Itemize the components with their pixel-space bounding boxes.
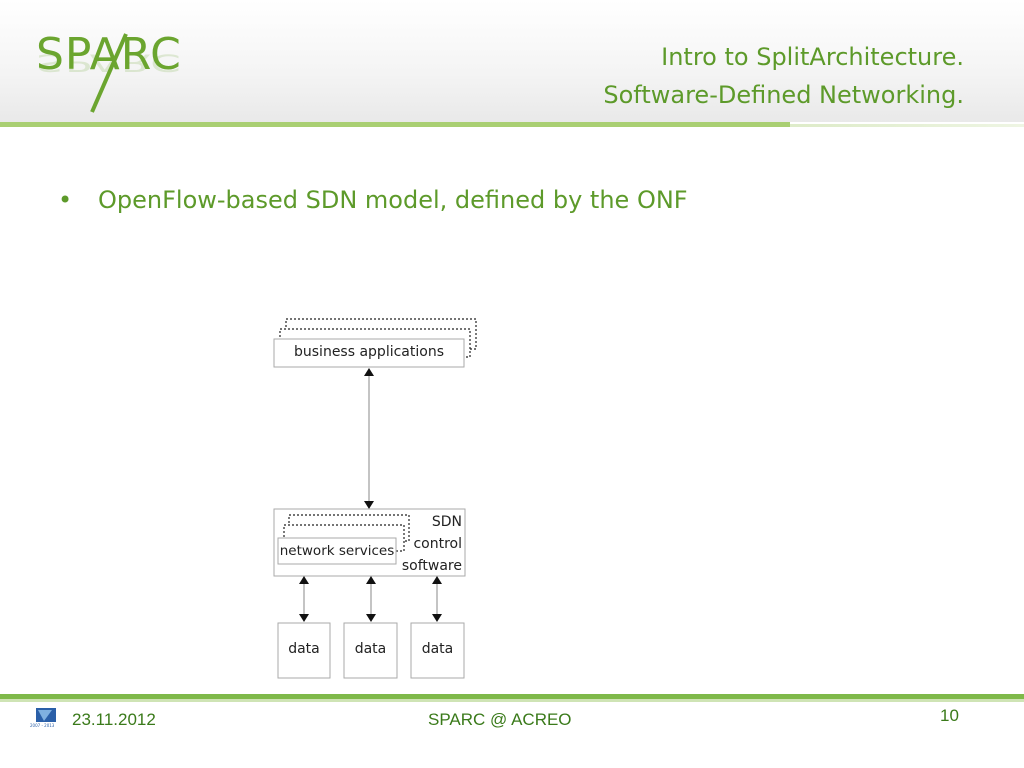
data-label-1: data: [288, 641, 320, 657]
sdn-label-line-2: control: [413, 536, 462, 552]
title-line-2: Software-Defined Networking.: [603, 81, 964, 109]
sdn-label-line-3: software: [401, 558, 462, 574]
footer-rule-light: [0, 699, 1024, 702]
sdn-control-label: SDN control software: [400, 511, 462, 577]
bullet-item: • OpenFlow-based SDN model, defined by th…: [58, 186, 688, 214]
data-label-2: data: [354, 641, 387, 657]
fp7-logo-caption: 2007 - 2013: [30, 723, 55, 728]
fp7-logo: 2007 - 2013: [30, 706, 62, 732]
logo-slash-icon: [90, 33, 128, 113]
bullet-dot-icon: •: [58, 186, 73, 214]
slide-header: [0, 0, 1024, 122]
sdn-label-line-1: SDN: [431, 514, 462, 530]
data-box-1: [277, 622, 331, 679]
data-box-3: [410, 622, 465, 679]
header-rule-accent: [0, 122, 790, 127]
data-box-2: [343, 622, 398, 679]
footer-rule: [0, 694, 1024, 699]
data-label-3: data: [421, 641, 454, 657]
footer-center-text: SPARC @ ACREO: [428, 710, 572, 729]
bullet-text: OpenFlow-based SDN model, defined by the…: [98, 186, 688, 214]
slide-title: Intro to SplitArchitecture. Software-Def…: [603, 38, 964, 114]
fp7-logo-icon: [36, 708, 56, 722]
network-services-box: [277, 537, 397, 565]
title-line-1: Intro to SplitArchitecture.: [661, 43, 964, 71]
footer-date: 23.11.2012: [72, 710, 156, 729]
page-number: 10: [940, 706, 959, 725]
sparc-logo: SPARC SPARC: [36, 30, 206, 115]
business-apps-label: business applications: [294, 344, 444, 360]
network-services-label: network services: [279, 543, 395, 559]
business-apps-box: [273, 338, 465, 368]
